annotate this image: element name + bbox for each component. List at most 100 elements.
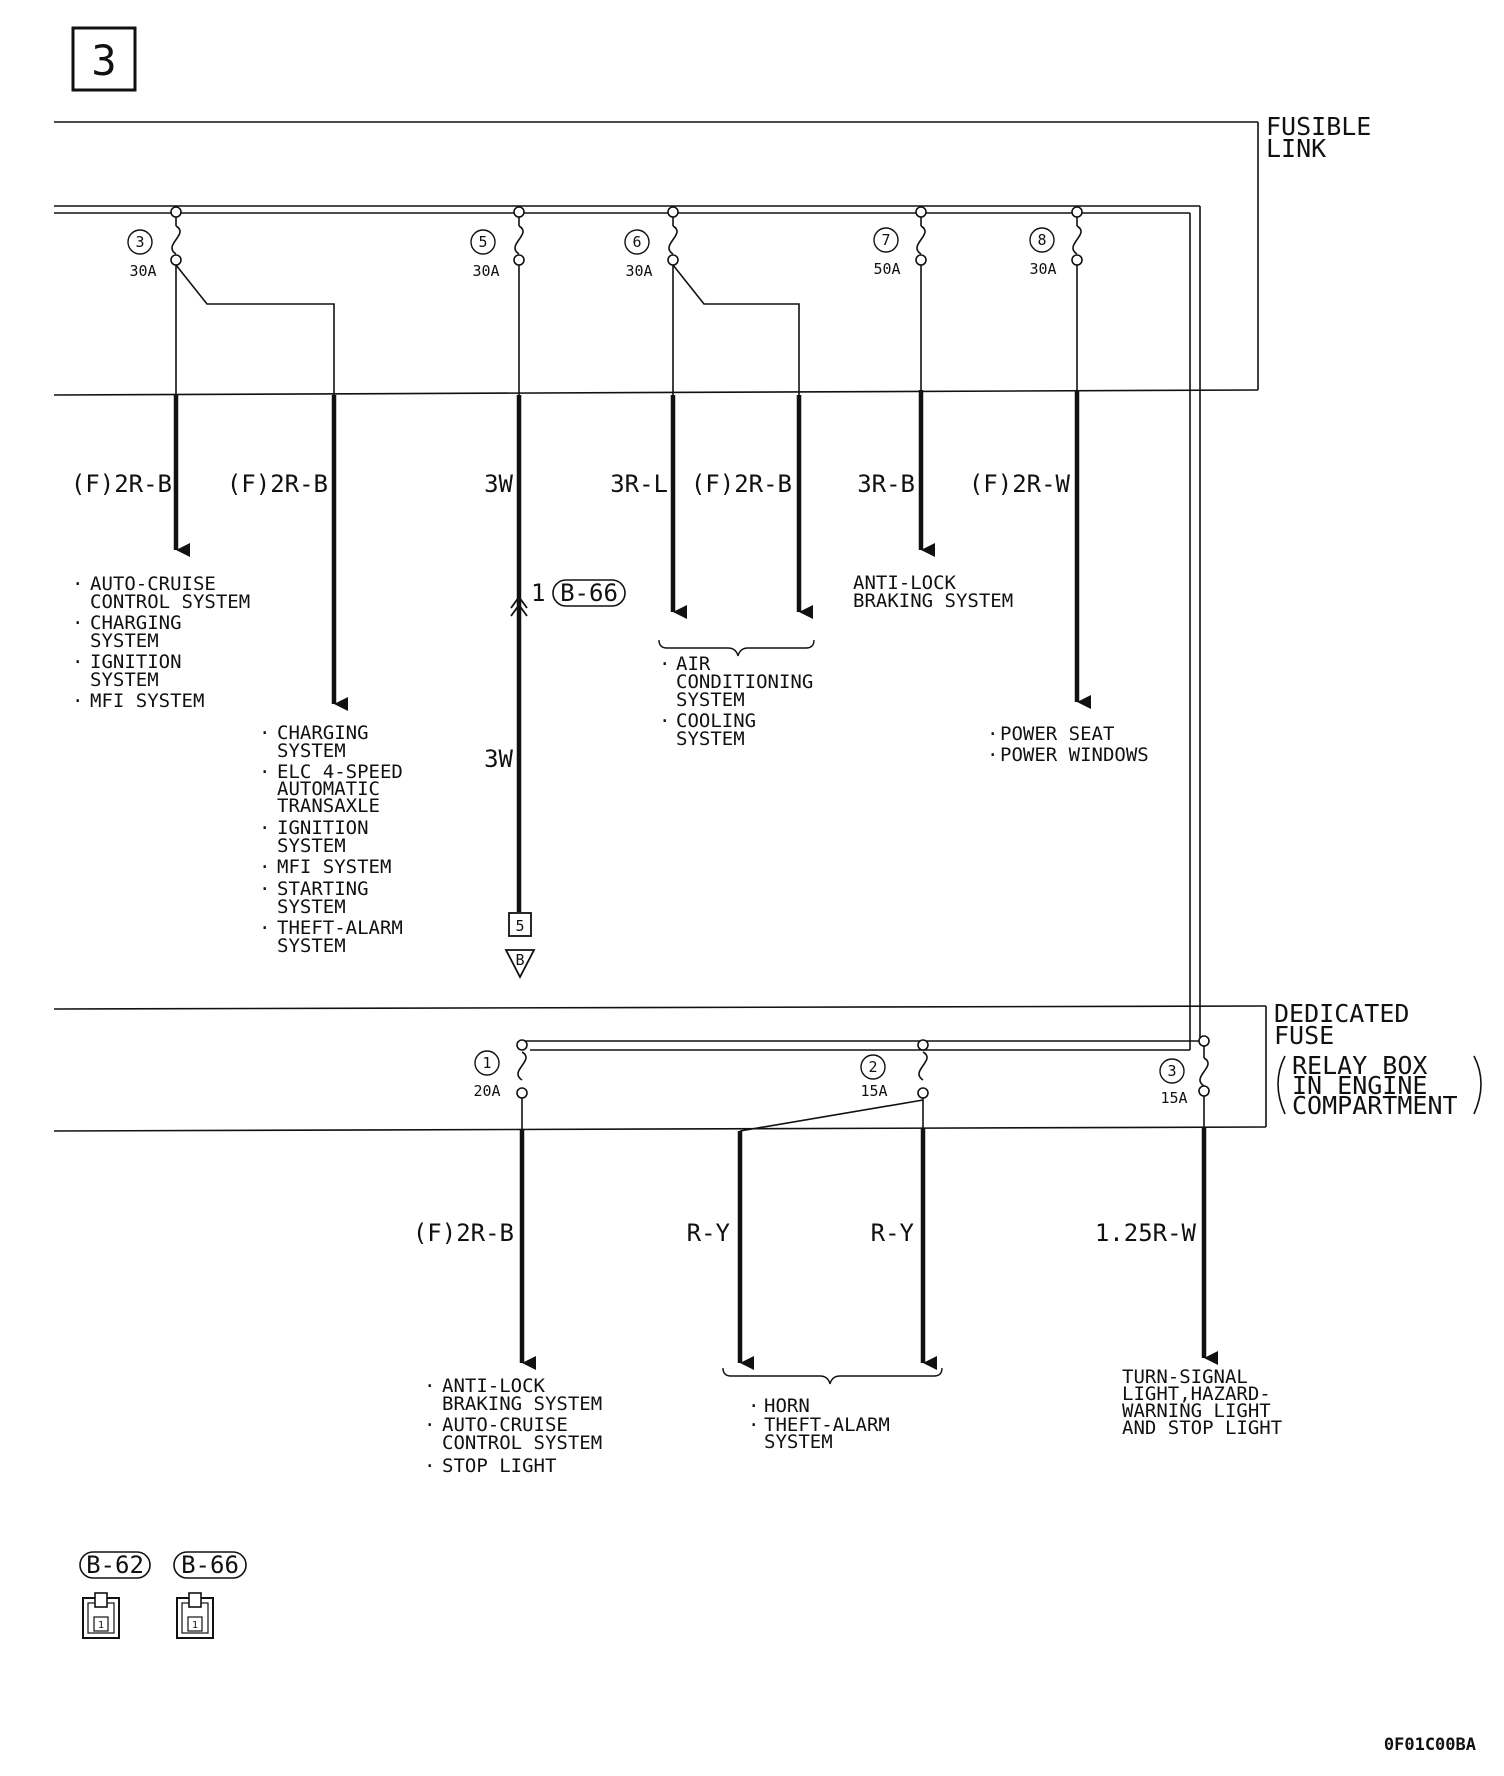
svg-text:·: · [259, 917, 270, 939]
svg-text:·: · [748, 1414, 759, 1436]
fuse-amperage: 20A [473, 1082, 500, 1100]
fuse-amperage: 15A [1160, 1089, 1187, 1107]
dest-fuse2: · HORN · THEFT-ALARM SYSTEM [748, 1395, 890, 1453]
wire-label: 3W [484, 745, 513, 773]
fuse-number: 6 [632, 233, 641, 251]
connector-pin: 1 [98, 1620, 104, 1631]
svg-text:·: · [748, 1395, 759, 1417]
inner-wires [175, 264, 1078, 395]
svg-text:·: · [987, 744, 998, 766]
svg-text:·: · [424, 1455, 435, 1477]
svg-text:ELC 4-SPEED: ELC 4-SPEED [277, 761, 403, 783]
svg-text:CHARGING: CHARGING [277, 722, 369, 744]
bus-node [516, 1039, 528, 1051]
fuse-number: 3 [135, 233, 144, 251]
paren-left [1277, 1055, 1286, 1115]
svg-text:MFI SYSTEM: MFI SYSTEM [90, 690, 204, 712]
fuse-amperage: 15A [860, 1082, 887, 1100]
wire-label: 1.25R-W [1095, 1219, 1197, 1247]
svg-text:THEFT-ALARM: THEFT-ALARM [764, 1414, 890, 1436]
bus-node [917, 1039, 929, 1051]
svg-text:BRAKING SYSTEM: BRAKING SYSTEM [853, 590, 1013, 612]
svg-text:SYSTEM: SYSTEM [676, 728, 745, 750]
fuse-3-lower: 3 15A [1159, 1057, 1210, 1107]
connector-pin: 1 [192, 1620, 198, 1631]
svg-text:POWER SEAT: POWER SEAT [1000, 723, 1114, 745]
dest-fuse6: · AIR CONDITIONING SYSTEM · COOLING SYST… [659, 653, 813, 750]
svg-text:·: · [72, 573, 83, 595]
fuse-number: 3 [1167, 1062, 1176, 1080]
wire-label: (F)2R-B [71, 470, 172, 498]
svg-text:SYSTEM: SYSTEM [676, 689, 745, 711]
svg-text:·: · [659, 653, 670, 675]
fuse-amperage: 30A [472, 262, 499, 280]
svg-text:CONDITIONING: CONDITIONING [676, 671, 813, 693]
fuse-5-upper: 5 30A [470, 206, 525, 280]
fuse-2-lower: 2 15A [860, 1051, 929, 1100]
paren-right [1473, 1055, 1482, 1115]
lower-thin-wires [521, 1096, 1205, 1132]
bus-node [1198, 1035, 1210, 1047]
dest-fuse3-a: · AUTO-CRUISE CONTROL SYSTEM · CHARGING … [72, 573, 250, 712]
svg-text:THEFT-ALARM: THEFT-ALARM [277, 917, 403, 939]
terminal-triangle-letter: B [515, 951, 524, 969]
svg-text:ANTI-LOCK: ANTI-LOCK [853, 572, 957, 594]
fuse-number: 7 [881, 231, 890, 249]
wire-label: (F)2R-B [413, 1219, 514, 1247]
svg-text:POWER WINDOWS: POWER WINDOWS [1000, 744, 1149, 766]
svg-text:·: · [259, 878, 270, 900]
svg-text:AIR: AIR [676, 653, 711, 675]
svg-text:IGNITION: IGNITION [277, 817, 369, 839]
svg-text:SYSTEM: SYSTEM [277, 740, 346, 762]
svg-text:·: · [259, 761, 270, 783]
brace-fuse2 [722, 1367, 943, 1385]
dest-fuse3-lower: TURN-SIGNAL LIGHT,HAZARD- WARNING LIGHT … [1122, 1366, 1282, 1439]
relay-box-line-2: IN ENGINE [1292, 1071, 1427, 1100]
page-number: 3 [91, 36, 116, 85]
svg-text:LIGHT,HAZARD-: LIGHT,HAZARD- [1122, 1383, 1271, 1405]
lower-bus [522, 1033, 1205, 1058]
wire-label: (F)2R-B [691, 470, 792, 498]
connector-name: B-66 [560, 579, 618, 607]
fuse-amperage: 30A [129, 262, 156, 280]
wire-label: (F)2R-W [969, 470, 1071, 498]
upper-wires [173, 390, 1091, 912]
svg-text:HORN: HORN [764, 1395, 810, 1417]
svg-text:CONTROL SYSTEM: CONTROL SYSTEM [442, 1432, 602, 1454]
dest-fuse7: ANTI-LOCK BRAKING SYSTEM [853, 572, 1013, 612]
connector-legend-b62: B-62 1 [79, 1551, 151, 1639]
svg-text:TURN-SIGNAL: TURN-SIGNAL [1122, 1366, 1248, 1388]
svg-text:·: · [72, 651, 83, 673]
fuse-number: 2 [868, 1058, 877, 1076]
svg-text:AUTO-CRUISE: AUTO-CRUISE [442, 1414, 568, 1436]
upper-bus [54, 205, 1201, 1033]
page-number-box: 3 [71, 26, 137, 92]
connector-b66-on-wire: 1 B-66 [510, 579, 626, 617]
relay-box-line-1: RELAY BOX [1292, 1051, 1427, 1080]
svg-text:·: · [259, 817, 270, 839]
connector-icon: 1 [82, 1592, 120, 1639]
fuse-8-upper: 8 30A [1029, 206, 1083, 278]
fusible-link-box [53, 121, 1259, 396]
dest-fuse3-b: · CHARGING SYSTEM · ELC 4-SPEED AUTOMATI… [259, 722, 403, 957]
dedicated-fuse-label-2: FUSE [1274, 1021, 1334, 1050]
brace-fuse6 [658, 639, 815, 657]
dedicated-fuse-box [53, 1005, 1267, 1132]
fuse-amperage: 30A [625, 262, 652, 280]
svg-text:STARTING: STARTING [277, 878, 369, 900]
svg-text:MFI SYSTEM: MFI SYSTEM [277, 856, 391, 878]
svg-text:·: · [72, 612, 83, 634]
fuse-number: 5 [478, 233, 487, 251]
wire-label: R-Y [687, 1219, 731, 1247]
svg-text:TRANSAXLE: TRANSAXLE [277, 795, 380, 817]
connector-name: B-66 [181, 1551, 239, 1579]
wire-label: R-Y [871, 1219, 915, 1247]
svg-text:SYSTEM: SYSTEM [764, 1431, 833, 1453]
figure-code: 0F01C00BA [1384, 1735, 1476, 1755]
svg-text:·: · [987, 723, 998, 745]
fuse-number: 1 [482, 1054, 491, 1072]
wire-label: 3R-B [857, 470, 915, 498]
svg-text:AND STOP LIGHT: AND STOP LIGHT [1122, 1417, 1282, 1439]
svg-text:·: · [424, 1375, 435, 1397]
